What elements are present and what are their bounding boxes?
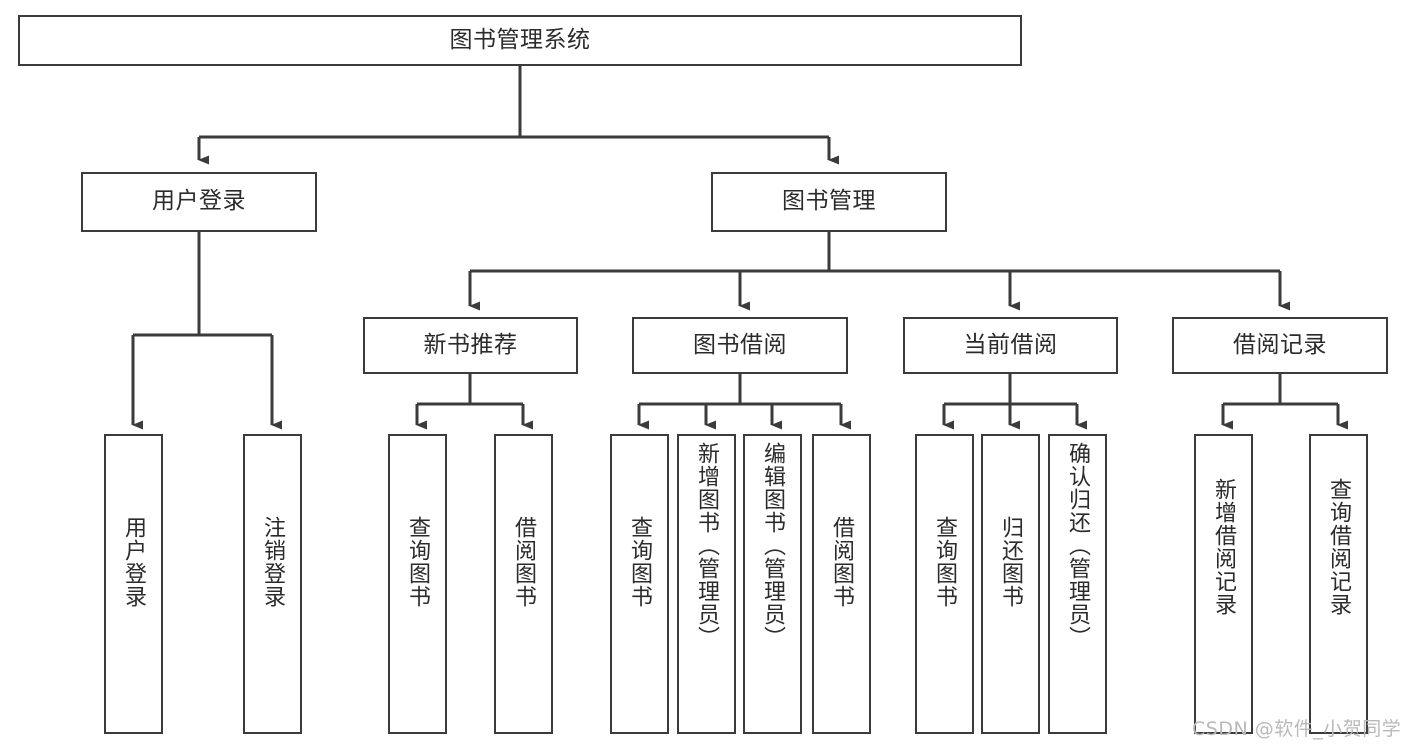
node-label: 新增图书（管理员） xyxy=(694,442,720,649)
node-label: 查询借阅记录 xyxy=(1326,478,1352,616)
node-label: 用户登录 xyxy=(152,188,246,215)
node-label: 新增借阅记录 xyxy=(1211,478,1237,616)
node-label: 新书推荐 xyxy=(423,331,518,358)
node-label: 用户登录 xyxy=(121,516,147,608)
csdn-watermark: CSDN @软件_小贺同学 xyxy=(1192,718,1402,740)
node-label: 确认归还（管理员） xyxy=(1065,442,1091,649)
node-label: 图书管理 xyxy=(782,188,876,215)
leaf-confirm-return[interactable]: 确认归还（管理员） xyxy=(1048,434,1107,734)
node-label: 借阅图书 xyxy=(511,516,537,608)
leaf-query-book-recommend[interactable]: 查询图书 xyxy=(388,434,447,734)
node-label: 查询图书 xyxy=(627,516,653,608)
leaf-logout-login[interactable]: 注销登录 xyxy=(243,434,302,734)
leaf-return-book[interactable]: 归还图书 xyxy=(981,434,1040,734)
node-borrow-record[interactable]: 借阅记录 xyxy=(1172,317,1388,374)
leaf-query-borrow-record[interactable]: 查询借阅记录 xyxy=(1309,434,1368,734)
node-label: 编辑图书（管理员） xyxy=(760,442,786,649)
leaf-add-borrow-record[interactable]: 新增借阅记录 xyxy=(1194,434,1253,734)
node-label: 当前借阅 xyxy=(963,331,1058,358)
node-label: 图书管理系统 xyxy=(449,26,591,53)
leaf-edit-book[interactable]: 编辑图书（管理员） xyxy=(743,434,802,734)
node-root-system[interactable]: 图书管理系统 xyxy=(18,15,1022,66)
leaf-query-book-borrow[interactable]: 查询图书 xyxy=(610,434,669,734)
node-new-book-recommend[interactable]: 新书推荐 xyxy=(363,317,578,374)
node-label: 查询图书 xyxy=(932,516,958,608)
node-label: 借阅记录 xyxy=(1233,331,1327,358)
leaf-add-book[interactable]: 新增图书（管理员） xyxy=(677,434,736,734)
leaf-query-book-current[interactable]: 查询图书 xyxy=(915,434,974,734)
leaf-borrow-book-borrow[interactable]: 借阅图书 xyxy=(812,434,871,734)
leaf-borrow-book-recommend[interactable]: 借阅图书 xyxy=(494,434,553,734)
node-label: 图书借阅 xyxy=(693,331,787,358)
node-label: 查询图书 xyxy=(405,516,431,608)
node-label: 借阅图书 xyxy=(829,516,855,608)
node-label: 注销登录 xyxy=(260,516,286,608)
node-book-borrow[interactable]: 图书借阅 xyxy=(632,317,848,374)
node-book-manage[interactable]: 图书管理 xyxy=(711,172,947,232)
leaf-user-login[interactable]: 用户登录 xyxy=(104,434,163,734)
node-current-borrow[interactable]: 当前借阅 xyxy=(903,317,1118,374)
node-label: 归还图书 xyxy=(998,516,1024,608)
node-user-login[interactable]: 用户登录 xyxy=(81,172,317,232)
